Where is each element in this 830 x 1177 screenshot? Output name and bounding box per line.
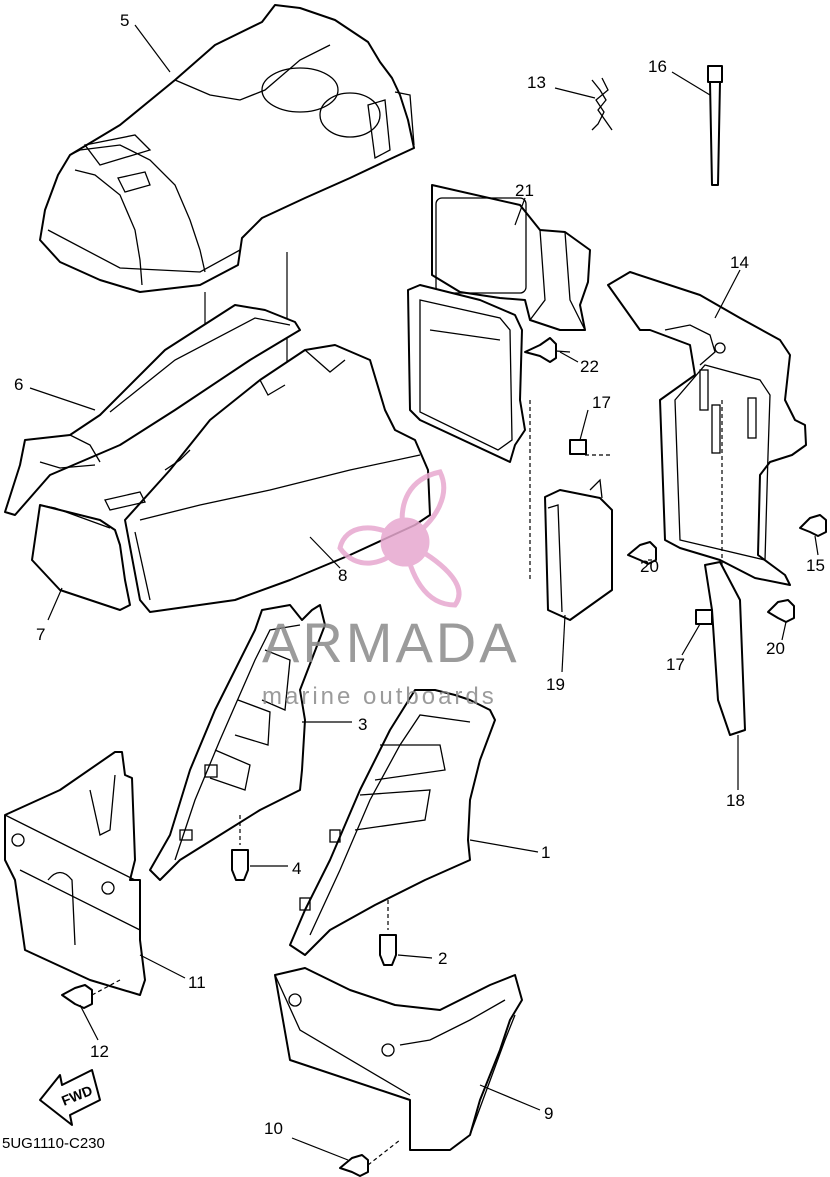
callout-17-lower: 17	[666, 655, 685, 674]
callout-12: 12	[90, 1042, 109, 1061]
callout-3: 3	[358, 715, 367, 734]
callout-5: 5	[120, 11, 129, 30]
callout-16: 16	[648, 57, 667, 76]
callout-1: 1	[541, 843, 550, 862]
leader-20-right	[781, 621, 787, 641]
callout-6: 6	[14, 375, 23, 394]
leader-13	[554, 87, 596, 99]
leader-21	[514, 197, 526, 226]
watermark-tagline: marine outboards	[262, 683, 497, 710]
part-13-clip	[591, 77, 613, 131]
part-16-cable-tie	[707, 65, 723, 186]
callout-18: 18	[726, 791, 745, 810]
part-18-strip	[704, 561, 746, 736]
callout-13: 13	[527, 73, 546, 92]
part-19-plate	[544, 478, 613, 621]
leader-12	[79, 1004, 99, 1041]
part-22-screw	[524, 337, 571, 363]
leader-6	[29, 387, 96, 411]
leader-22	[559, 351, 579, 363]
part-15-screw	[799, 514, 827, 537]
callout-22: 22	[580, 357, 599, 376]
part-20-screw-left	[627, 541, 657, 565]
callout-14: 14	[730, 253, 749, 272]
part-14-side-panel	[607, 271, 807, 586]
callout-9: 9	[544, 1104, 553, 1123]
leader-17-lower	[681, 623, 701, 656]
callout-15: 15	[806, 556, 825, 575]
part-8-lower-cover	[104, 344, 431, 613]
part-10-screw	[339, 1139, 401, 1177]
leader-1	[469, 839, 539, 853]
callout-4: 4	[292, 859, 301, 878]
leader-8	[309, 536, 341, 569]
part-6-cover-piece	[4, 304, 301, 516]
callout-20-left: 20	[640, 557, 659, 576]
part-9-bottom-plate	[274, 967, 523, 1151]
part-12-screw	[61, 979, 121, 1009]
diagram-code: 5UG1110-C230	[2, 1135, 105, 1152]
callout-7: 7	[36, 625, 45, 644]
leader-19	[561, 614, 566, 673]
part-17-clip-lower	[695, 609, 713, 625]
part-4-screw	[231, 815, 249, 881]
part-7-front-panel	[31, 504, 131, 611]
part-21-frame	[407, 284, 526, 463]
part-21-bracket	[431, 184, 591, 331]
callout-21: 21	[515, 181, 534, 200]
leader-17-upper	[579, 409, 589, 441]
part-1-right-side-panel	[289, 689, 496, 956]
leader-10	[291, 1137, 349, 1161]
leader-16	[671, 71, 711, 96]
part-2-screw	[379, 900, 397, 966]
watermark-brand: ARMADA	[262, 611, 520, 674]
leader-7	[47, 587, 63, 621]
callout-20-right: 20	[766, 639, 785, 658]
leader-14	[714, 269, 741, 319]
fwd-arrow-icon: FWD	[39, 1069, 101, 1126]
leader-5	[134, 24, 171, 73]
leader-15	[814, 535, 819, 556]
part-11-bottom-plate	[4, 751, 146, 996]
leader-11	[139, 954, 186, 979]
callout-2: 2	[438, 949, 447, 968]
callout-19: 19	[546, 675, 565, 694]
part-17-clip-upper	[569, 439, 587, 455]
part-20-screw-right	[767, 599, 795, 623]
leader-9	[479, 1084, 541, 1111]
part-3-left-side-panel	[149, 604, 326, 881]
callout-8: 8	[338, 566, 347, 585]
callout-10: 10	[264, 1119, 283, 1138]
watermark-logo: ARMADA marine outboards	[262, 469, 520, 710]
callout-11: 11	[188, 973, 206, 992]
callout-17-upper: 17	[592, 393, 611, 412]
leader-2	[397, 954, 433, 959]
propeller-icon	[337, 469, 462, 608]
part-5-top-cover	[39, 4, 415, 293]
